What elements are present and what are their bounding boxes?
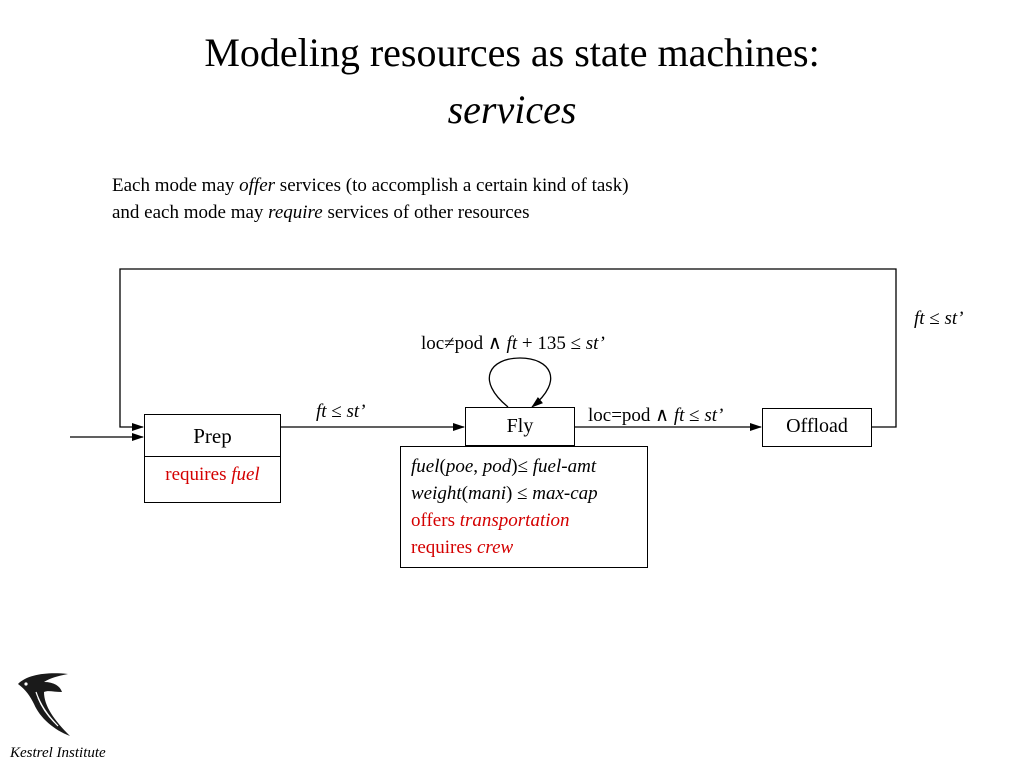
state-prep-label: Prep <box>193 424 232 448</box>
fly-constraint-fuel: fuel(poe, pod)≤ fuel-amt <box>411 456 597 477</box>
fly-self-loop-arrow <box>488 357 552 408</box>
kestrel-bird-icon <box>18 673 70 736</box>
state-prep-header <box>144 414 281 457</box>
slide-title: Modeling resources as state machines: <box>204 30 820 75</box>
intro-text: Each mode may offer services (to accompl… <box>112 172 629 226</box>
slide-subtitle: services <box>447 87 577 132</box>
label-fly-self-loop: loc≠pod ∧ ft + 135 ≤ st’ <box>421 333 605 354</box>
org-name: Kestrel Institute <box>10 745 106 761</box>
state-offload <box>762 408 872 447</box>
offload-to-prep-arrow <box>119 268 897 431</box>
state-fly-label: Fly <box>506 415 534 437</box>
intro-line-2: and each mode may require services of ot… <box>112 202 530 223</box>
intro-line-1: Each mode may offer services (to accompl… <box>112 175 629 196</box>
label-fly-to-offload: loc=pod ∧ ft ≤ st’ <box>588 405 724 426</box>
fly-constraints-box <box>400 446 648 568</box>
fly-constraint-weight: weight(mani) ≤ max-cap <box>411 483 598 504</box>
state-fly <box>465 407 575 446</box>
label-prep-to-fly: ft ≤ st’ <box>316 401 366 422</box>
label-offload-to-prep: ft ≤ st’ <box>914 308 964 329</box>
prep-requires-fuel: requires fuel <box>165 464 260 485</box>
fly-offers-transportation: offers transportation <box>411 510 570 531</box>
state-offload-label: Offload <box>786 415 848 437</box>
fly-requires-crew: requires crew <box>411 537 514 558</box>
